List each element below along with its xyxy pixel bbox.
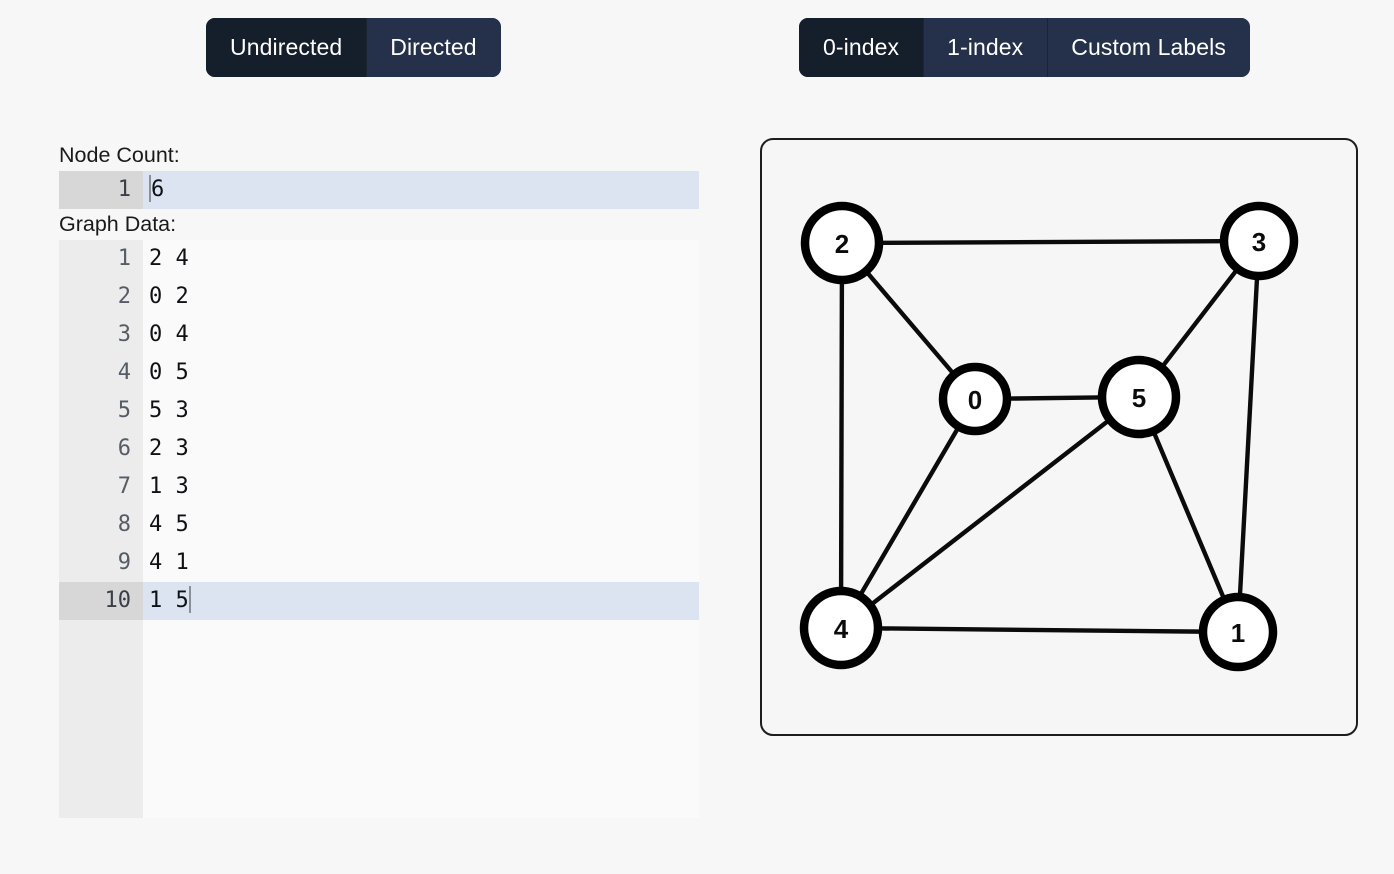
- graph-data-lines[interactable]: 2 4 0 2 0 4 0 5 5 3 2 3 1 3 4 5 4 1 1 5: [143, 240, 699, 620]
- graph-data-code-line[interactable]: 0 4: [149, 322, 189, 347]
- graph-node-label: 5: [1132, 383, 1146, 413]
- graph-data-gutter: 1 2 3 4 5 6 7 8 9 10: [59, 240, 143, 818]
- graph-node[interactable]: 1: [1198, 592, 1278, 672]
- graph-node-circle[interactable]: [1097, 355, 1181, 439]
- graph-edge: [869, 418, 1111, 607]
- graph-node-label: 4: [834, 614, 849, 644]
- graph-canvas[interactable]: 0 1 2 3 4 5: [762, 140, 1356, 734]
- graph-edge: [877, 626, 1204, 634]
- graph-data-code-line[interactable]: 2 3: [149, 436, 189, 461]
- node-count-editor[interactable]: 1 6: [59, 171, 699, 209]
- graph-data-line-number: 10: [59, 582, 143, 620]
- graph-visualization-panel[interactable]: 0 1 2 3 4 5: [760, 138, 1358, 736]
- label-mode-option-custom-labels[interactable]: Custom Labels: [1047, 18, 1250, 77]
- graph-type-option-directed[interactable]: Directed: [366, 18, 501, 77]
- graph-edge: [878, 238, 1225, 246]
- graph-data-label: Graph Data:: [59, 212, 177, 236]
- node-count-gutter: 1: [59, 171, 143, 209]
- graph-data-line-number: 4: [117, 360, 131, 385]
- graph-data-line-number: 6: [117, 436, 131, 461]
- graph-node-circle[interactable]: [799, 586, 883, 670]
- node-count-lines[interactable]: 6: [143, 171, 699, 209]
- graph-data-code-line[interactable]: 2 4: [149, 246, 189, 271]
- graph-data-line-number: 8: [117, 512, 131, 537]
- label-mode-toggle[interactable]: 0-index 1-index Custom Labels: [799, 18, 1250, 77]
- graph-data-line-number: 5: [117, 398, 131, 423]
- graph-node[interactable]: 0: [938, 362, 1012, 436]
- graph-edge: [865, 270, 956, 376]
- graph-data-code-line[interactable]: 4 1: [149, 550, 189, 575]
- graph-edge: [838, 279, 845, 592]
- graph-edge: [1237, 275, 1260, 598]
- graph-data-line-number: 1: [117, 246, 131, 271]
- graph-node-label: 3: [1252, 227, 1266, 257]
- graph-data-line-number: 2: [117, 284, 131, 309]
- graph-node-label: 2: [835, 229, 849, 259]
- graph-edge: [858, 426, 961, 597]
- graph-node[interactable]: 5: [1097, 355, 1181, 439]
- node-count-code-line[interactable]: 6: [143, 171, 699, 209]
- graph-node-circle[interactable]: [1219, 201, 1299, 281]
- graph-node-label: 1: [1231, 618, 1245, 648]
- graph-data-line-number: 9: [117, 550, 131, 575]
- graph-data-code-line[interactable]: 0 2: [149, 284, 189, 309]
- graph-data-code-line[interactable]: 1 3: [149, 474, 189, 499]
- graph-data-code-line[interactable]: 0 5: [149, 360, 189, 385]
- graph-type-option-undirected[interactable]: Undirected: [206, 18, 367, 77]
- graph-edge: [1160, 268, 1239, 369]
- graph-edge: [1006, 395, 1103, 401]
- edge-layer: [838, 238, 1260, 634]
- text-caret: [149, 175, 151, 202]
- label-mode-option-1-index[interactable]: 1-index: [923, 18, 1048, 77]
- graph-data-code-line[interactable]: 1 5: [143, 582, 699, 620]
- label-mode-option-0-index[interactable]: 0-index: [799, 18, 924, 77]
- graph-data-code-line[interactable]: 4 5: [149, 512, 189, 537]
- graph-node[interactable]: 4: [799, 586, 883, 670]
- graph-data-line-number: 3: [117, 322, 131, 347]
- node-count-label: Node Count:: [59, 143, 180, 167]
- node-count-line-number: 1: [59, 171, 143, 209]
- graph-data-line-number: 7: [117, 474, 131, 499]
- graph-node[interactable]: 3: [1219, 201, 1299, 281]
- graph-node-circle[interactable]: [1198, 592, 1278, 672]
- graph-node-label: 0: [968, 385, 982, 415]
- graph-edge: [1151, 430, 1226, 601]
- graph-node-circle[interactable]: [800, 201, 884, 285]
- graph-node-circle[interactable]: [938, 362, 1012, 436]
- graph-data-code-line[interactable]: 5 3: [149, 398, 189, 423]
- graph-type-toggle[interactable]: Undirected Directed: [206, 18, 501, 77]
- text-caret: [188, 586, 191, 613]
- graph-node[interactable]: 2: [800, 201, 884, 285]
- node-layer[interactable]: 0 1 2 3 4 5: [799, 201, 1299, 672]
